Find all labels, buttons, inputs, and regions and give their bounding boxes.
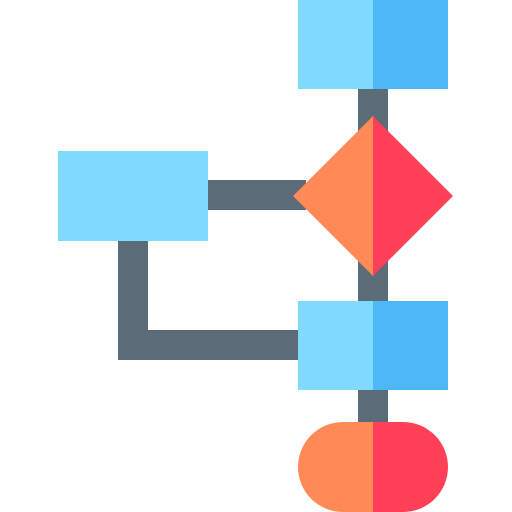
terminal-pill-left-half: [298, 422, 373, 512]
decision-diamond-right-half: [373, 116, 453, 276]
decision-diamond-left-half: [293, 116, 373, 276]
terminal-pill: [298, 422, 448, 512]
process-box-bottom-left-half: [298, 301, 373, 390]
process-box-bottom-right-half: [373, 301, 448, 390]
terminal-pill-right-half: [373, 422, 448, 512]
connector-horizontal-top: [206, 180, 306, 210]
decision-diamond: [293, 116, 453, 276]
process-box-top: [298, 0, 448, 89]
process-box-top-right-half: [373, 0, 448, 89]
process-box-bottom: [298, 301, 448, 390]
process-box-left: [58, 151, 208, 241]
process-box-top-left-half: [298, 0, 373, 89]
connector-horizontal-bottom: [118, 330, 300, 360]
